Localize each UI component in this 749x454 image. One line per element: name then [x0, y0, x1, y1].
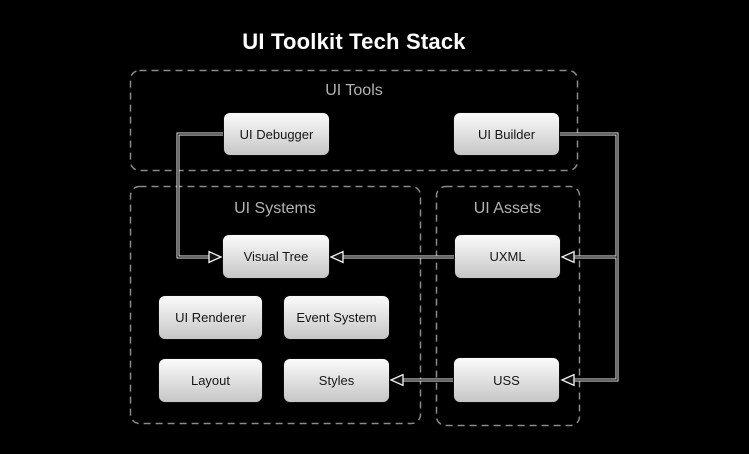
- arrowhead-into-visualtree-right: [329, 250, 344, 264]
- arrowhead-into-uss-right: [560, 373, 575, 387]
- edge-debugger-to-visualtree-core: [177, 133, 223, 258]
- node-ui-builder: UI Builder: [453, 112, 560, 156]
- node-uss: USS: [453, 357, 560, 403]
- arrowhead-into-visualtree-left: [208, 250, 223, 264]
- group-ui-systems-label: UI Systems: [234, 200, 316, 217]
- arrowhead-into-styles-right: [389, 373, 404, 387]
- group-ui-tools-border: [129, 69, 579, 172]
- page-title: UI Toolkit Tech Stack: [242, 29, 466, 54]
- arrowhead-into-uxml-right: [560, 250, 575, 264]
- group-ui-assets-border: [435, 185, 581, 427]
- node-styles: Styles: [283, 358, 390, 403]
- edge-debugger-to-visualtree: [176, 132, 223, 259]
- group-ui-systems-border: [129, 185, 422, 425]
- group-ui-assets-label: UI Assets: [473, 200, 542, 217]
- node-uxml: UXML: [454, 234, 561, 279]
- node-visual-tree: Visual Tree: [222, 234, 330, 279]
- node-ui-debugger: UI Debugger: [223, 112, 330, 156]
- node-event-system: Event System: [283, 295, 390, 340]
- node-ui-renderer: UI Renderer: [158, 295, 263, 340]
- group-ui-tools-label: UI Tools: [325, 82, 383, 99]
- node-layout: Layout: [158, 358, 263, 403]
